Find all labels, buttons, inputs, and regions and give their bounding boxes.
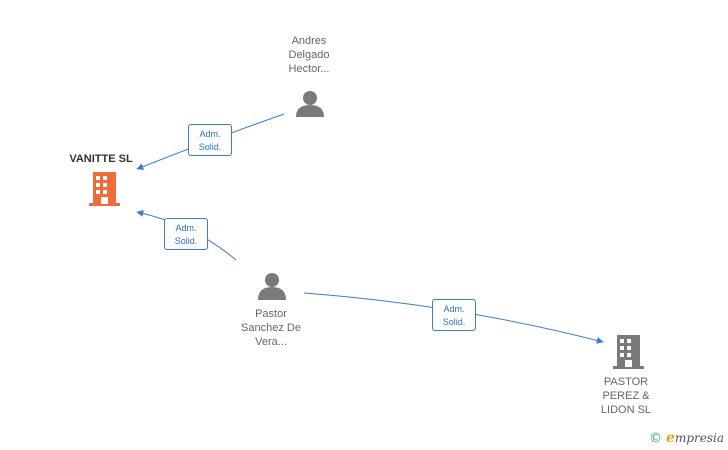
building-icon[interactable] — [613, 335, 644, 369]
building-icon[interactable] — [89, 172, 120, 206]
edge-tag-line2: Solid. — [198, 142, 222, 152]
brand-rest: mpresia — [674, 431, 724, 445]
brand-logo[interactable]: © empresia — [649, 429, 724, 447]
node-label-pastor-perez[interactable]: PASTOR PEREZ & LIDON SL — [600, 376, 652, 416]
edge-tag-line2: Solid. — [442, 317, 466, 327]
edge-tag-line1: Adm. — [199, 129, 221, 139]
edge-tag-andres-vanitte: Adm. Solid. — [188, 124, 232, 156]
node-label-vanitte[interactable]: VANITTE SL — [69, 153, 133, 165]
edge-tag-sanchez-perez: Adm. Solid. — [432, 299, 476, 331]
copyright-icon: © — [649, 430, 663, 446]
brand-name: empresia — [666, 430, 724, 446]
brand-initial: e — [666, 430, 675, 446]
person-icon[interactable] — [296, 91, 324, 117]
node-label-pastor-sanchez[interactable]: Pastor Sanchez De Vera... — [241, 308, 301, 348]
person-icon[interactable] — [258, 273, 286, 300]
edge-tag-line1: Adm. — [443, 304, 465, 314]
edge-tag-line2: Solid. — [174, 236, 198, 246]
edge-tag-sanchez-vanitte: Adm. Solid. — [164, 218, 208, 250]
edge-tag-line1: Adm. — [175, 223, 197, 233]
node-label-andres[interactable]: Andres Delgado Hector... — [288, 35, 330, 75]
